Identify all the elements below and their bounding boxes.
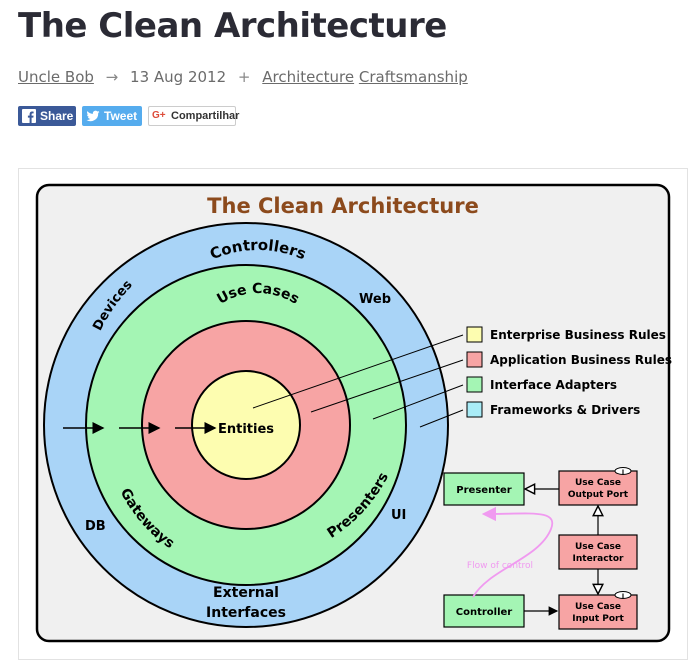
legend-swatch-enterprise [466,326,483,343]
legend-label-frameworks: Frameworks & Drivers [490,403,640,417]
interactor-line2: Interactor [573,554,624,564]
legend-label-enterprise: Enterprise Business Rules [490,328,666,342]
legend-label-application: Application Business Rules [490,353,672,367]
input-port-interface-letter: I [622,593,624,600]
google-plus-icon: G+ [152,110,166,121]
controller-box [443,594,525,628]
presenter-box-label: Presenter [456,485,511,496]
tag-architecture[interactable]: Architecture [262,68,355,86]
entities-circle [191,370,301,480]
legend-swatch-frameworks [466,401,483,418]
tag-craftsmanship[interactable]: Craftsmanship [358,68,468,86]
legend-swatch-application [466,351,483,368]
article-date: 13 Aug 2012 [130,68,227,86]
arrow-icon: → [105,68,119,86]
controller-box-label: Controller [456,607,513,618]
clean-architecture-figure: The Clean Architecture Entities Use Case… [18,168,688,660]
article-meta: Uncle Bob → 13 Aug 2012 + Architecture C… [18,68,468,86]
output-port-interface-marker [614,467,632,475]
legend: Enterprise Business Rules Application Bu… [466,326,672,418]
legend-label-adapters: Interface Adapters [490,378,617,392]
twitter-icon [86,110,100,122]
web-label: Web [359,292,391,307]
output-port-line2: Output Port [568,490,629,500]
clean-architecture-diagram: The Clean Architecture Entities Use Case… [35,183,672,643]
output-port-box [558,470,638,506]
flow-of-control-diagram: Presenter Use Case Output Port I Use Cas… [443,467,638,630]
input-port-line2: Input Port [572,614,624,624]
input-port-box [558,594,638,630]
twitter-tweet-label: Tweet [104,109,138,123]
facebook-icon [22,109,36,123]
flow-of-control-label: Flow of control [467,561,533,571]
legend-pointer-usecases [310,359,464,413]
interactor-line1: Use Case [575,542,621,552]
input-port-interface-marker [614,591,632,599]
db-label: DB [85,519,106,534]
diagram-title: The Clean Architecture [207,194,479,218]
flow-of-control-curve [472,506,554,598]
twitter-tweet-button[interactable]: Tweet [82,106,142,126]
entities-label: Entities [218,422,274,437]
legend-swatch-adapters [466,376,483,393]
author-link[interactable]: Uncle Bob [18,68,94,86]
input-port-line1: Use Case [575,602,621,612]
external-label-line2: Interfaces [206,605,286,621]
output-port-line1: Use Case [575,478,621,488]
legend-pointer-adapters [372,384,464,420]
output-port-interface-letter: I [622,469,624,476]
legend-pointer-frameworks [419,409,464,428]
google-plus-share-label: Compartilhar [171,110,240,122]
legend-pointer-entities [252,334,464,409]
page-title: The Clean Architecture [18,6,447,46]
facebook-share-button[interactable]: Share [18,106,76,126]
plus-separator: + [237,68,251,86]
interactor-box [558,534,638,570]
google-plus-share-button[interactable]: G+ Compartilhar [148,106,240,126]
ui-label: UI [391,508,406,523]
facebook-share-label: Share [40,109,74,123]
external-label-line1: External [213,585,279,601]
